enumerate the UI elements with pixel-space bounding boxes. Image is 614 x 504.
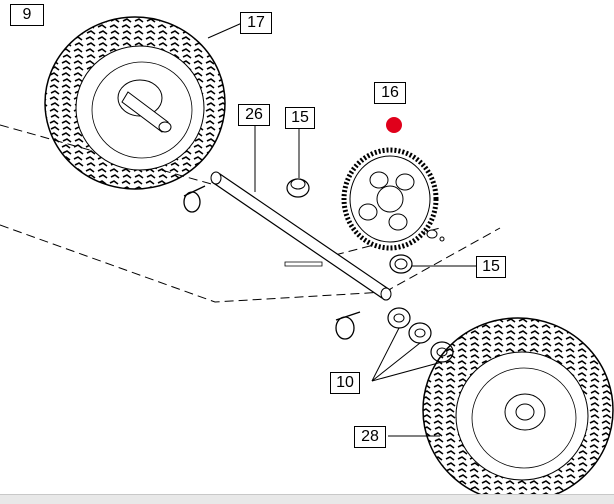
callout-10[interactable]: 10: [330, 372, 360, 394]
callout-16[interactable]: 16: [374, 82, 406, 104]
gear-pin: [426, 229, 445, 242]
callout-28[interactable]: 28: [354, 426, 386, 448]
wheel-right: [422, 317, 614, 503]
leader-lines: [207, 22, 478, 437]
bottom-toolbar-strip: [0, 494, 614, 504]
wheel-left: [44, 16, 226, 190]
axle-shaft: [210, 171, 392, 301]
bushing-upper: [286, 178, 310, 198]
gear: [341, 147, 439, 251]
highlight-marker: [386, 117, 402, 133]
hairpin-clip-right: [335, 311, 361, 340]
callout-15-lower[interactable]: 15: [476, 256, 506, 278]
bushing-lower: [389, 254, 413, 274]
callout-15-upper[interactable]: 15: [285, 107, 315, 129]
callout-17[interactable]: 17: [240, 12, 272, 34]
hairpin-clip-left: [183, 185, 206, 213]
callout-9[interactable]: 9: [10, 4, 44, 26]
callout-26[interactable]: 26: [238, 104, 270, 126]
